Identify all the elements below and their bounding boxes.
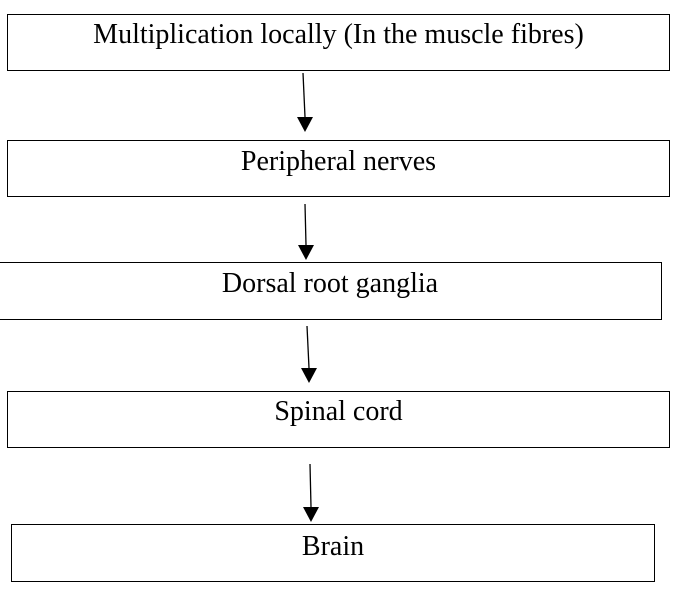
arrow-2-to-3 xyxy=(298,203,314,260)
flow-step-brain: Brain xyxy=(11,524,655,582)
arrow-3-to-4 xyxy=(301,325,317,383)
flow-step-dorsal-root-ganglia: Dorsal root ganglia xyxy=(0,262,662,320)
flow-step-muscle-fibres: Multiplication locally (In the muscle fi… xyxy=(7,14,670,71)
flow-step-peripheral-nerves: Peripheral nerves xyxy=(7,140,670,197)
flow-step-spinal-cord: Spinal cord xyxy=(7,391,670,448)
arrow-4-to-5 xyxy=(303,463,319,522)
arrow-1-to-2 xyxy=(297,72,313,132)
